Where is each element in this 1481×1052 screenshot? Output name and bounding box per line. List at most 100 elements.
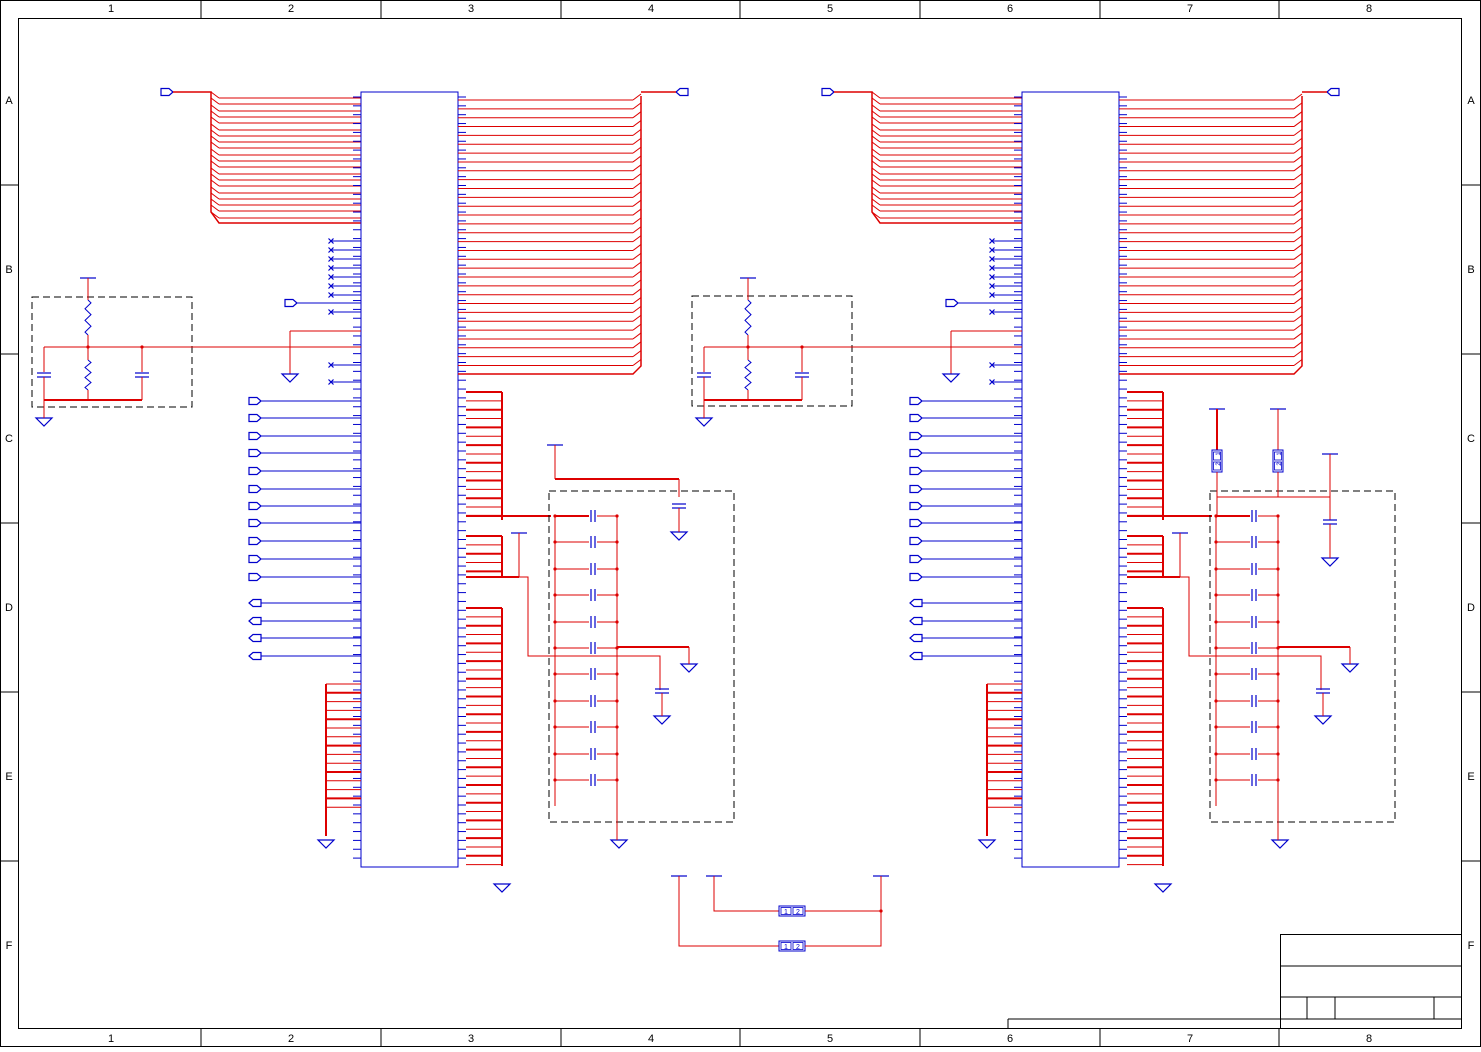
capacitor [672,503,686,509]
column-label: 5 [827,3,833,15]
capacitor [1251,563,1257,575]
input-port [909,536,923,546]
decoupling-capacitor-bank [1209,490,1396,849]
capacitor [590,616,596,628]
title-block [1007,934,1462,1029]
ground-symbol [977,839,997,849]
left-inputs [248,396,361,661]
output-port [675,87,689,97]
ground-symbol [492,883,512,893]
input-port [248,466,262,476]
capacitor [697,372,711,378]
dashed-group-box [548,490,735,823]
ground-symbol [1340,663,1360,673]
input-port [909,413,923,423]
capacitor [1251,642,1257,654]
input-port [821,87,835,97]
column-label: 1 [108,3,114,15]
right-power-bus [1127,391,1322,893]
row-label: D [5,602,13,614]
ground-symbol [941,373,961,383]
input-port [248,431,262,441]
jumper-pin-label: 1 [1277,452,1283,456]
row-label: C [1467,433,1475,445]
column-label: 6 [1007,3,1013,15]
input-port [248,448,262,458]
left-data-bus [160,87,361,224]
input-port [909,518,923,528]
row-label: B [1467,264,1474,276]
jumper-pin-label: 1 [784,909,788,916]
ic-chip [1014,91,1127,868]
input-port [248,413,262,423]
resistor [84,299,92,336]
right-power-bus [466,391,661,893]
left-data-bus [821,87,1022,224]
column-label: 4 [648,1033,654,1045]
output-port [1326,87,1340,97]
row-label: B [5,264,12,276]
column-label: 2 [288,1033,294,1045]
jumper-pin-label: 2 [1216,462,1222,466]
right-data-bus [1119,87,1340,375]
input-port [248,518,262,528]
input-port [945,298,959,308]
input-port [909,466,923,476]
column-label: 3 [468,3,474,15]
row-label: C [5,433,13,445]
ground-symbol [1153,883,1173,893]
column-label: 2 [288,3,294,15]
capacitor [590,774,596,786]
input-port [909,572,923,582]
capacitor [37,372,51,378]
input-port [248,554,262,564]
ground-symbol [609,839,629,849]
jumper-pin-label: 2 [1277,462,1283,466]
resistor [744,359,752,391]
column-label: 8 [1366,1033,1372,1045]
capacitor [590,589,596,601]
input-port [160,87,174,97]
input-port [248,484,262,494]
capacitor [590,721,596,733]
dashed-group-box [691,295,853,407]
rc-network [691,277,1022,427]
left-inputs [909,396,1022,661]
capacitor [1251,616,1257,628]
capacitor [1251,721,1257,733]
column-label: 6 [1007,1033,1013,1045]
input-port [909,554,923,564]
channel-left [31,87,735,893]
column-label: 8 [1366,3,1372,15]
output-port [248,598,262,608]
capacitor [590,563,596,575]
ground-symbol [694,417,714,427]
input-port [909,396,923,406]
capacitor [1251,510,1257,522]
capacitor [795,372,809,378]
output-port [248,616,262,626]
left-ground-bus [977,683,1022,849]
output-port [909,616,923,626]
output-port [248,651,262,661]
output-port [909,651,923,661]
column-label: 3 [468,1033,474,1045]
row-label: F [6,940,13,952]
capacitor [655,688,669,694]
ground-symbol [34,417,54,427]
ground-symbol [1320,557,1340,567]
ground-symbol [669,531,689,541]
row-label: F [1468,940,1475,952]
row-label: D [1467,602,1475,614]
capacitor [590,695,596,707]
column-label: 7 [1187,3,1193,15]
jumper-pin-label: 1 [1216,452,1222,456]
capacitor [135,372,149,378]
capacitor [1251,668,1257,680]
decoupling-capacitor-bank [548,490,735,849]
